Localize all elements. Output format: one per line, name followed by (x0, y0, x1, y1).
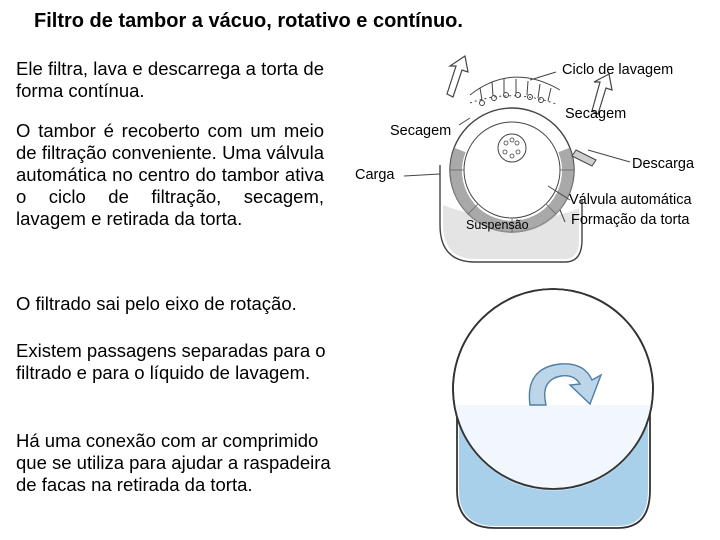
paragraph-compressed-air: Há uma conexão com ar comprimido que se … (16, 430, 331, 495)
page-title: Filtro de tambor a vácuo, rotativo e con… (34, 10, 463, 32)
paragraph-drum-description: O tambor é recoberto com um meio de filt… (16, 120, 324, 229)
scraper-knife-icon (571, 149, 597, 167)
label-drying-left: Secagem (390, 123, 452, 139)
rotation-arrow-icon (528, 363, 603, 406)
label-automatic-valve: Válvula automática (569, 192, 692, 208)
paragraph-passages: Existem passagens separadas para o filtr… (16, 340, 326, 383)
label-feed: Carga (355, 167, 395, 183)
label-discharge: Descarga (632, 156, 695, 172)
leader-lines (403, 117, 631, 223)
lower-drum-illustration (452, 288, 654, 529)
spray-nozzle-icon (469, 71, 561, 106)
label-drying-right: Secagem (565, 106, 627, 122)
paragraph-filtrate: O filtrado sai pelo eixo de rotação. (16, 293, 297, 314)
schematic-drum (439, 107, 583, 263)
label-wash-cycle: Ciclo de lavagem (562, 62, 674, 78)
paragraph-intro: Ele filtra, lava e descarrega a torta de… (16, 58, 324, 101)
label-cake-formation: Formação da torta (571, 212, 690, 228)
up-arrow-icon (446, 54, 613, 115)
label-suspension: Suspensão (466, 218, 529, 232)
